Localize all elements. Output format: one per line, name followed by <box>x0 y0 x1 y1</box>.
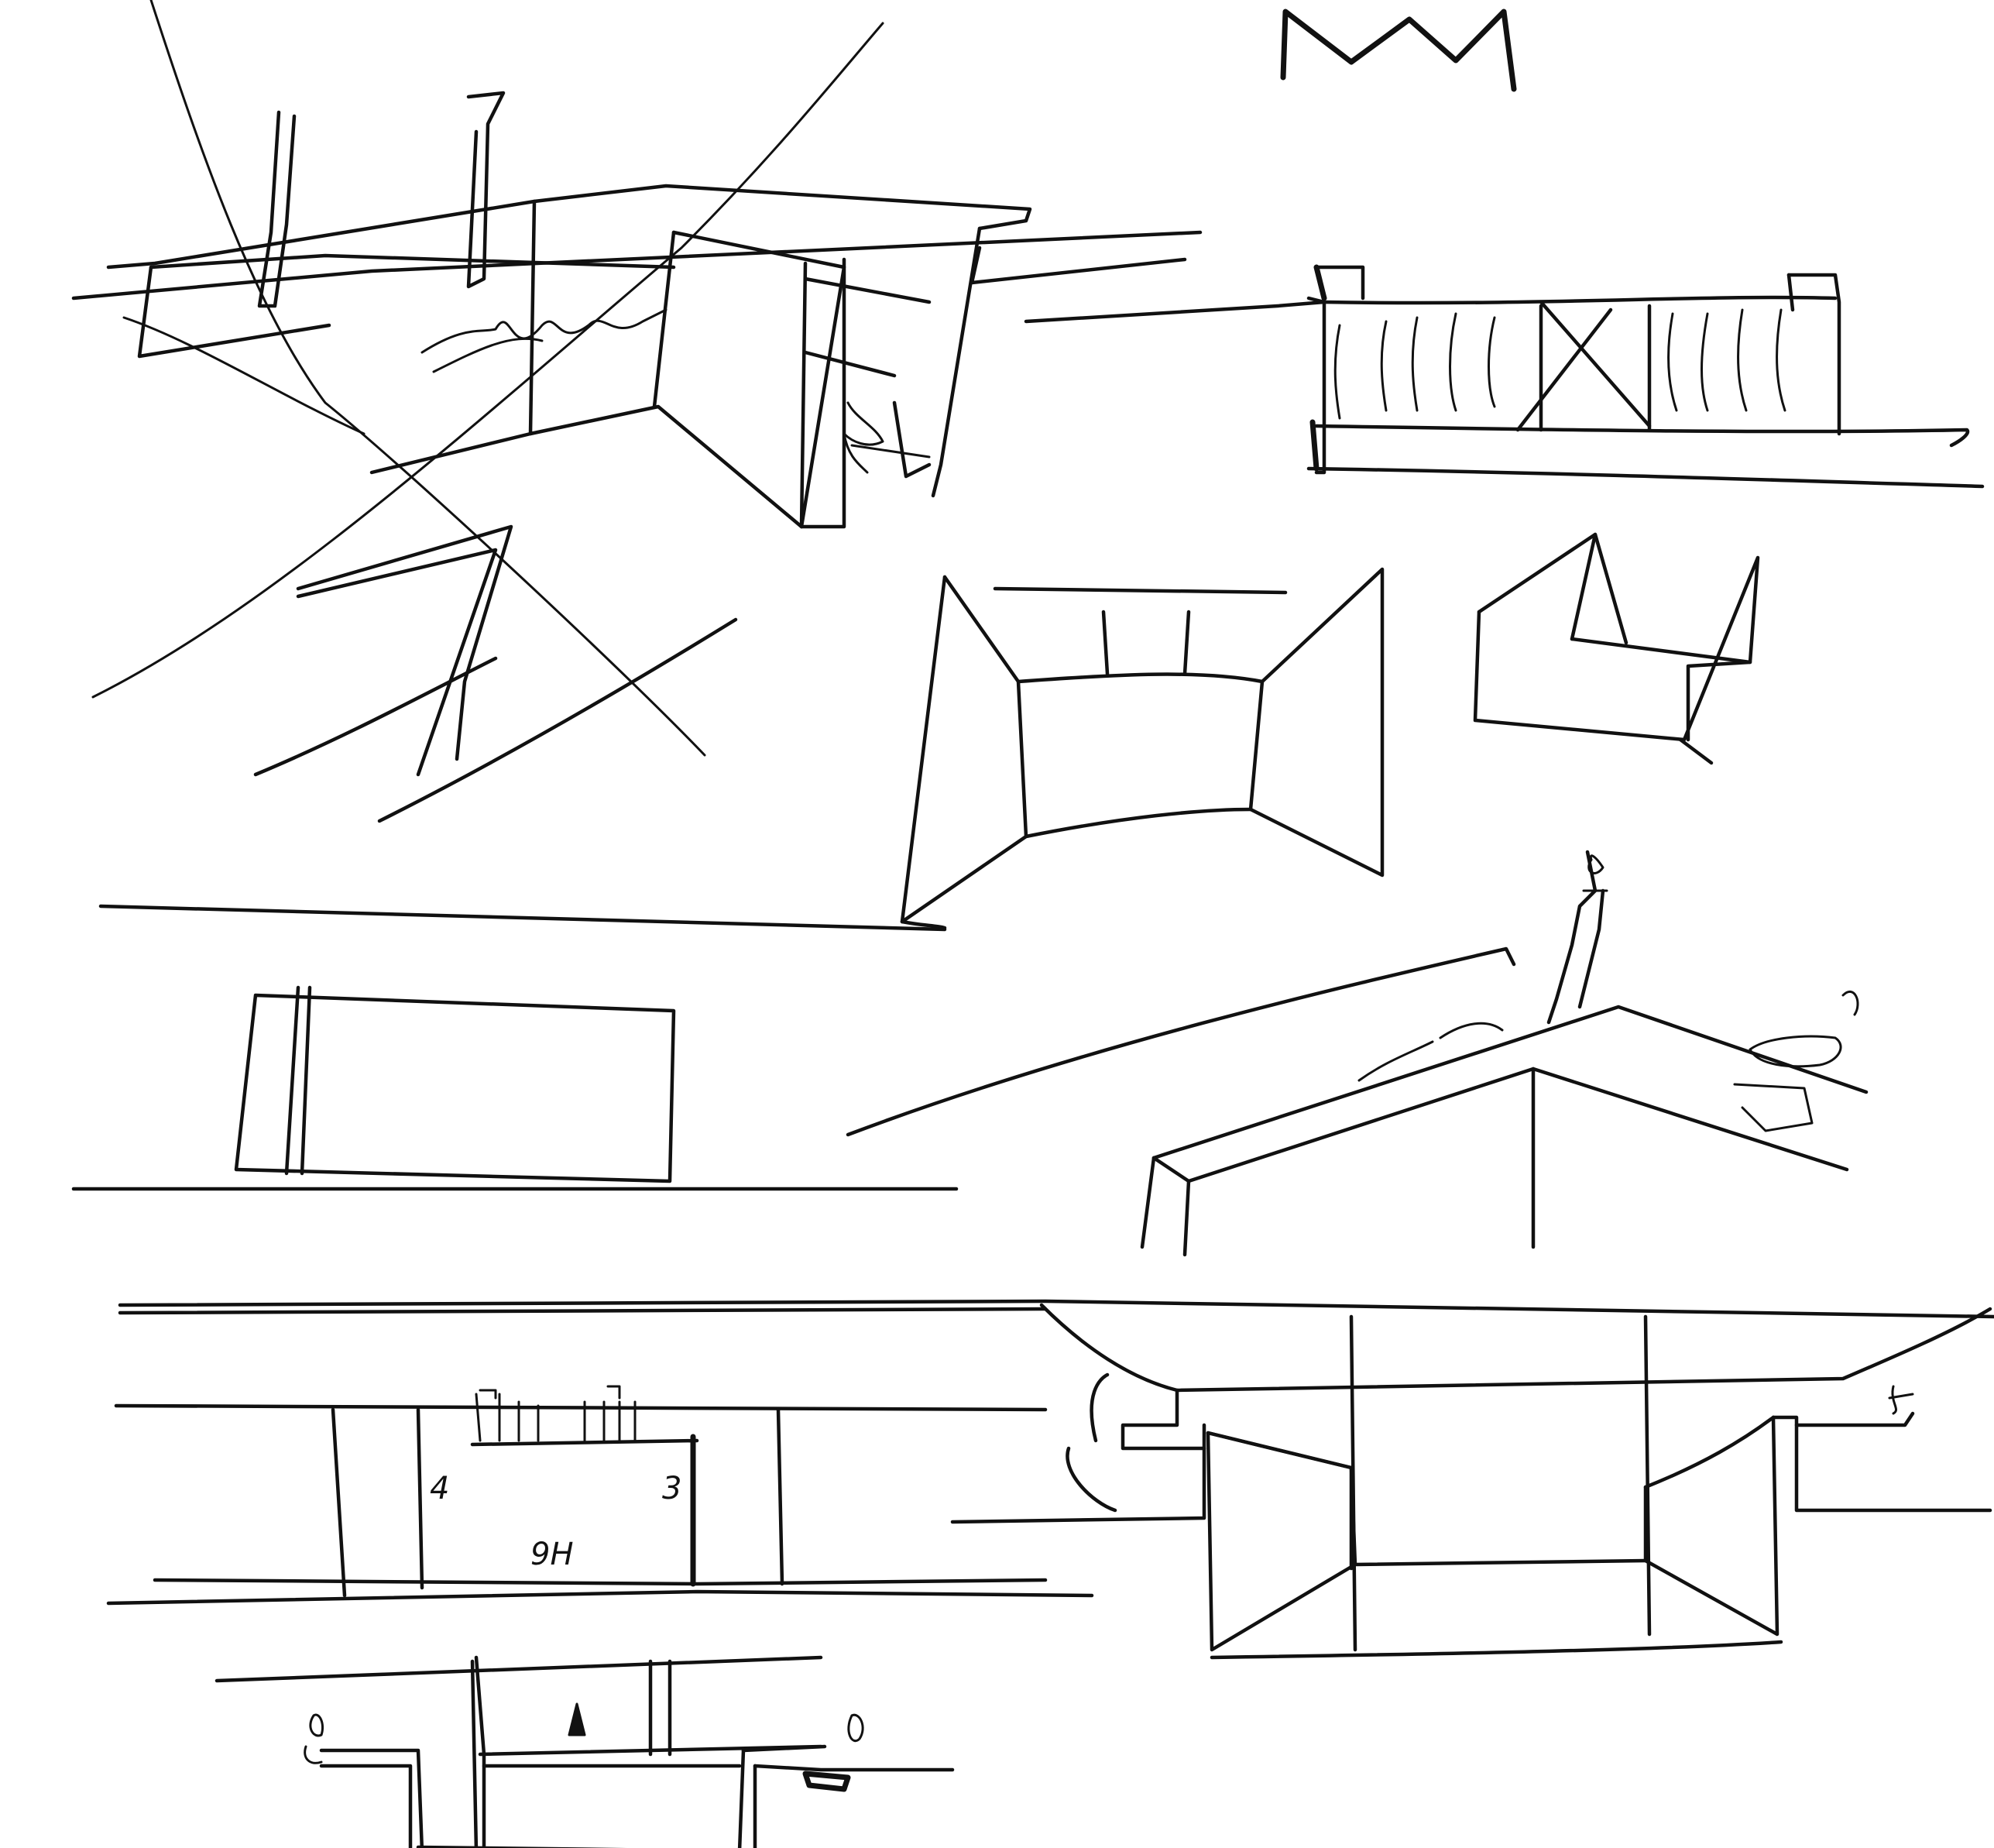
cantilever-perspective-sketch <box>950 1303 1992 1660</box>
bottom-section-sketch <box>215 1655 955 1848</box>
monogram-mark: MM <box>1280 9 1517 92</box>
open-box-sketch <box>1473 532 1760 765</box>
ground-line <box>98 904 947 932</box>
block-elevation-sketch <box>71 985 959 1191</box>
dimension-label: 9H <box>530 1537 574 1572</box>
interior-perspective-sketch <box>900 567 1385 930</box>
height-mark-left: 4 <box>430 1471 449 1506</box>
perspective-sketch-canopy <box>71 0 1203 823</box>
section-sketch-dimensioned: 9H 4 3 <box>106 1299 1994 1606</box>
roof-perspective-sketch <box>846 850 1869 1257</box>
elevation-sketch-x-bay <box>1024 264 1985 489</box>
height-mark-right: 3 <box>662 1471 681 1506</box>
